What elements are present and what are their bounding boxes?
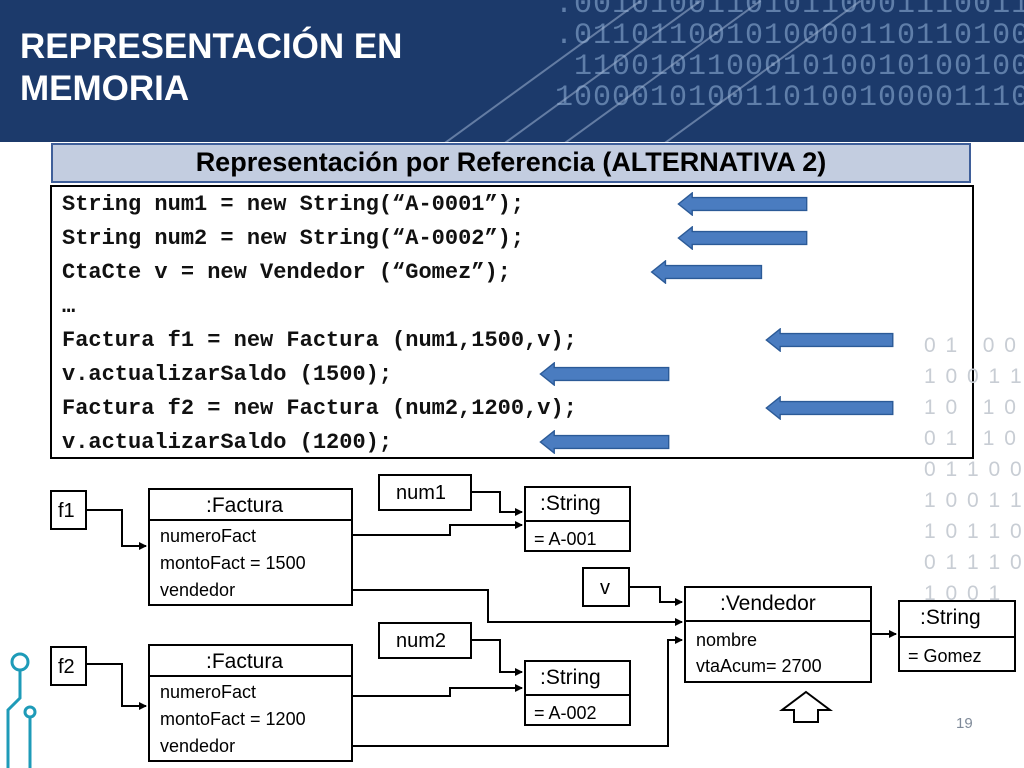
attribute-label: vtaAcum= 2700	[696, 656, 822, 676]
pointer-arrow-icon	[650, 260, 763, 284]
ref-box-num2: num2	[378, 622, 472, 659]
ref-box-num1: num1	[378, 474, 472, 511]
page-number: 19	[956, 715, 973, 732]
ref-box-f1: f1	[50, 490, 87, 530]
code-line: Factura f1 = new Factura (num1,1500,v);	[62, 328, 577, 353]
up-arrow-icon	[779, 690, 833, 723]
pointer-arrow-icon	[539, 430, 670, 454]
pointer-arrow-icon	[765, 396, 894, 420]
code-line: String num1 = new String(“A-0001”);	[62, 192, 525, 217]
attribute-label: montoFact = 1200	[160, 709, 306, 729]
subtitle: Representación por Referencia (ALTERNATI…	[195, 147, 827, 177]
ref-label: v	[600, 577, 610, 599]
object-title: :Factura	[206, 650, 284, 673]
code-line: Factura f2 = new Factura (num2,1200,v);	[62, 396, 577, 421]
header-banner: .001010011010110001110011.01101100101000…	[0, 0, 1024, 142]
string-object-1: :String = A-001	[524, 486, 631, 552]
object-title: :String	[540, 666, 601, 689]
factura-object-1: :Factura numeroFact montoFact = 1500 ven…	[148, 488, 353, 606]
pointer-arrow-icon	[539, 362, 670, 386]
code-line: CtaCte v = new Vendedor (“Gomez”);	[62, 260, 511, 285]
string-object-3: :String = Gomez	[898, 600, 1016, 672]
ref-box-v: v	[582, 567, 630, 607]
attribute-label: numeroFact	[160, 682, 257, 702]
circuit-decoration-icon	[6, 652, 37, 768]
object-title: :Vendedor	[720, 592, 816, 615]
object-title: :Factura	[206, 494, 284, 517]
ref-label: f1	[58, 500, 75, 522]
attribute-label: vendedor	[160, 580, 236, 600]
attribute-label: = A-001	[534, 529, 597, 549]
object-title: :String	[540, 492, 601, 515]
ref-label: f2	[58, 656, 75, 678]
code-box: String num1 = new String(“A-0001”); Stri…	[50, 185, 974, 459]
code-line: …	[62, 294, 76, 319]
pointer-arrow-icon	[677, 226, 808, 250]
ref-box-f2: f2	[50, 646, 87, 686]
attribute-label: numeroFact	[160, 526, 257, 546]
pointer-arrow-icon	[677, 192, 808, 216]
vendedor-object: :Vendedor nombre vtaAcum= 2700	[684, 586, 872, 683]
code-line: v.actualizarSaldo (1200);	[62, 430, 393, 455]
code-line: v.actualizarSaldo (1500);	[62, 362, 393, 387]
string-object-2: :String = A-002	[524, 660, 631, 726]
object-title: :String	[920, 606, 981, 629]
attribute-label: = A-002	[534, 703, 597, 723]
pointer-arrow-icon	[765, 328, 894, 352]
ref-label: num2	[396, 630, 447, 652]
code-line: String num2 = new String(“A-0002”);	[62, 226, 525, 251]
attribute-label: montoFact = 1500	[160, 553, 306, 573]
subtitle-bar: Representación por Referencia (ALTERNATI…	[51, 143, 971, 183]
ref-label: num1	[396, 482, 447, 504]
attribute-label: = Gomez	[908, 646, 982, 666]
attribute-label: nombre	[696, 630, 758, 650]
factura-object-2: :Factura numeroFact montoFact = 1200 ven…	[148, 644, 353, 762]
attribute-label: vendedor	[160, 736, 236, 756]
binary-background: .001010011010110001110011.01101100101000…	[555, 0, 1024, 115]
